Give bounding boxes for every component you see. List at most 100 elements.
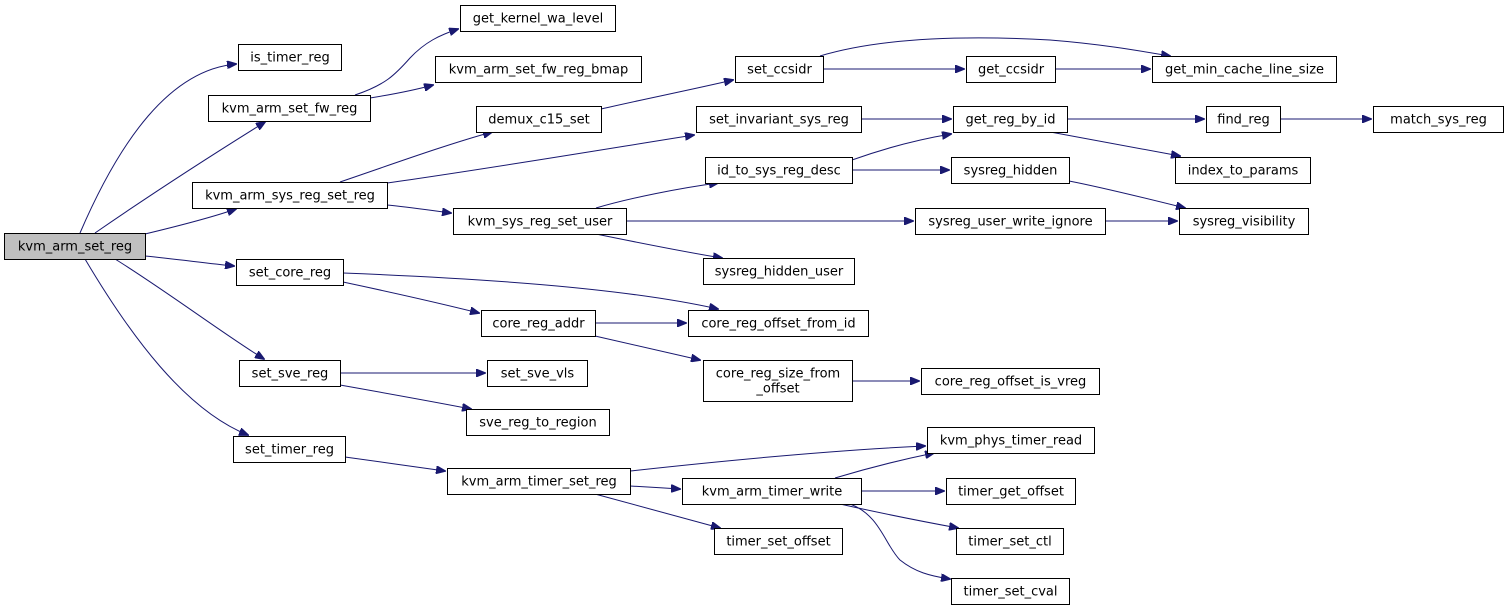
edge-kvm_arm_timer_write-to-kvm_phys_timer_read xyxy=(834,453,934,479)
node-kvm_sys_reg_set_user[interactable]: kvm_sys_reg_set_user xyxy=(453,208,627,235)
node-core_reg_addr[interactable]: core_reg_addr xyxy=(481,310,596,337)
node-timer_get_offset[interactable]: timer_get_offset xyxy=(946,478,1076,505)
node-label: kvm_arm_set_fw_reg_bmap xyxy=(449,63,628,78)
node-box xyxy=(735,56,824,83)
node-kvm_arm_timer_set_reg[interactable]: kvm_arm_timer_set_reg xyxy=(447,468,631,495)
edge-kvm_arm_sys_reg_set_reg-to-demux_c15_set xyxy=(339,132,492,183)
node-set_sve_reg[interactable]: set_sve_reg xyxy=(239,360,341,387)
node-label: kvm_sys_reg_set_user xyxy=(468,215,613,230)
node-label: get_min_cache_line_size xyxy=(1165,63,1324,78)
node-box xyxy=(487,360,588,387)
node-get_reg_by_id[interactable]: get_reg_by_id xyxy=(953,106,1068,133)
node-kvm_arm_set_fw_reg[interactable]: kvm_arm_set_fw_reg xyxy=(208,95,371,122)
edge-kvm_arm_timer_write-to-timer_set_cval xyxy=(849,503,950,579)
node-box xyxy=(453,208,627,235)
node-kvm_phys_timer_read[interactable]: kvm_phys_timer_read xyxy=(927,427,1095,454)
edge-kvm_arm_timer_set_reg-to-kvm_arm_timer_write xyxy=(629,486,680,489)
node-label: set_ccsidr xyxy=(747,63,812,78)
node-sysreg_visibility[interactable]: sysreg_visibility xyxy=(1179,208,1309,235)
node-timer_set_ctl[interactable]: timer_set_ctl xyxy=(956,528,1064,555)
node-box xyxy=(921,368,1100,395)
node-label: set_sve_vls xyxy=(501,367,575,382)
node-sysreg_hidden_user[interactable]: sysreg_hidden_user xyxy=(703,258,855,285)
node-id_to_sys_reg_desc[interactable]: id_to_sys_reg_desc xyxy=(705,157,853,184)
node-sysreg_user_write_ignore[interactable]: sysreg_user_write_ignore xyxy=(915,208,1106,235)
node-label: core_reg_offset_is_vreg xyxy=(935,375,1087,390)
node-find_reg[interactable]: find_reg xyxy=(1206,106,1281,133)
node-box xyxy=(466,409,610,436)
edge-kvm_arm_set_reg-to-set_core_reg xyxy=(144,255,234,266)
node-core_reg_offset_from_id[interactable]: core_reg_offset_from_id xyxy=(688,310,869,337)
edge-kvm_arm_set_reg-to-is_timer_reg xyxy=(79,64,236,234)
node-box xyxy=(208,95,371,122)
node-match_sys_reg[interactable]: match_sys_reg xyxy=(1373,106,1504,133)
node-box xyxy=(966,56,1056,83)
node-label: set_sve_reg xyxy=(252,367,329,382)
node-box xyxy=(682,478,862,505)
node-demux_c15_set[interactable]: demux_c15_set xyxy=(476,106,602,133)
edge-kvm_arm_set_fw_reg-to-get_kernel_wa_level xyxy=(354,29,458,96)
edge-set_timer_reg-to-kvm_arm_timer_set_reg xyxy=(344,456,445,471)
node-kvm_arm_sys_reg_set_reg[interactable]: kvm_arm_sys_reg_set_reg xyxy=(192,182,388,209)
node-box xyxy=(435,56,642,83)
edge-kvm_arm_timer_set_reg-to-kvm_phys_timer_read xyxy=(629,446,925,472)
edges-layer xyxy=(79,29,1371,579)
node-core_reg_offset_is_vreg[interactable]: core_reg_offset_is_vreg xyxy=(921,368,1100,395)
node-get_min_cache_line_size[interactable]: get_min_cache_line_size xyxy=(1152,56,1337,83)
edge-id_to_sys_reg_desc-to-get_reg_by_id xyxy=(851,134,951,161)
node-box xyxy=(951,578,1070,605)
node-box xyxy=(236,259,344,286)
node-box xyxy=(703,258,855,285)
node-get_kernel_wa_level[interactable]: get_kernel_wa_level xyxy=(460,5,616,32)
node-box xyxy=(238,44,342,71)
node-timer_set_cval[interactable]: timer_set_cval xyxy=(951,578,1070,605)
node-core_reg_size_from_offset[interactable]: core_reg_size_from_offset xyxy=(703,360,853,402)
edge-demux_c15_set-to-set_ccsidr xyxy=(600,80,733,110)
node-is_timer_reg[interactable]: is_timer_reg xyxy=(238,44,342,71)
node-box xyxy=(953,106,1068,133)
node-label: timer_set_offset xyxy=(726,535,830,550)
edge-set_core_reg-to-core_reg_offset_from_id xyxy=(342,272,718,309)
node-box xyxy=(1179,208,1309,235)
node-set_sve_vls[interactable]: set_sve_vls xyxy=(487,360,588,387)
node-label: core_reg_size_from xyxy=(716,367,840,382)
node-set_ccsidr[interactable]: set_ccsidr xyxy=(735,56,824,83)
node-label: kvm_arm_sys_reg_set_reg xyxy=(205,189,375,204)
node-label: kvm_phys_timer_read xyxy=(940,434,1082,449)
node-timer_set_offset[interactable]: timer_set_offset xyxy=(714,528,843,555)
node-box xyxy=(1206,106,1281,133)
node-set_core_reg[interactable]: set_core_reg xyxy=(236,259,344,286)
node-label: kvm_arm_timer_set_reg xyxy=(461,475,617,490)
node-box xyxy=(915,208,1106,235)
node-get_ccsidr[interactable]: get_ccsidr xyxy=(966,56,1056,83)
node-kvm_arm_set_reg[interactable]: kvm_arm_set_reg xyxy=(4,233,146,260)
edge-kvm_arm_set_reg-to-kvm_arm_set_fw_reg xyxy=(94,122,265,234)
node-box xyxy=(239,360,341,387)
node-index_to_params[interactable]: index_to_params xyxy=(1175,157,1311,184)
node-box xyxy=(1373,106,1504,133)
node-sve_reg_to_region[interactable]: sve_reg_to_region xyxy=(466,409,610,436)
node-set_invariant_sys_reg[interactable]: set_invariant_sys_reg xyxy=(696,106,862,133)
node-box xyxy=(696,106,862,133)
edge-kvm_sys_reg_set_user-to-id_to_sys_reg_desc xyxy=(595,183,718,209)
node-label: timer_set_ctl xyxy=(968,535,1051,550)
node-kvm_arm_set_fw_reg_bmap[interactable]: kvm_arm_set_fw_reg_bmap xyxy=(435,56,642,83)
node-sysreg_hidden[interactable]: sysreg_hidden xyxy=(951,157,1070,184)
node-label: sysreg_user_write_ignore xyxy=(928,215,1092,230)
node-label: sve_reg_to_region xyxy=(479,416,596,431)
edge-kvm_arm_set_reg-to-set_timer_reg xyxy=(84,258,248,435)
node-label: is_timer_reg xyxy=(250,51,329,66)
node-label: sysreg_visibility xyxy=(1193,215,1296,230)
edge-set_ccsidr-to-get_min_cache_line_size xyxy=(819,37,1170,56)
node-box xyxy=(714,528,843,555)
node-kvm_arm_timer_write[interactable]: kvm_arm_timer_write xyxy=(682,478,862,505)
nodes-layer: kvm_arm_set_reg is_timer_reg kvm_arm_set_f… xyxy=(4,5,1504,605)
edge-kvm_arm_set_fw_reg-to-kvm_arm_set_fw_reg_bmap xyxy=(369,85,433,99)
edge-sysreg_hidden-to-sysreg_visibility xyxy=(1068,180,1185,208)
node-set_timer_reg[interactable]: set_timer_reg xyxy=(233,436,346,463)
edge-core_reg_addr-to-core_reg_size_from_offset xyxy=(594,335,700,360)
node-label: sysreg_hidden xyxy=(964,164,1058,179)
node-label: core_reg_addr xyxy=(492,317,585,332)
node-box xyxy=(688,310,869,337)
node-label: get_reg_by_id xyxy=(966,113,1056,128)
